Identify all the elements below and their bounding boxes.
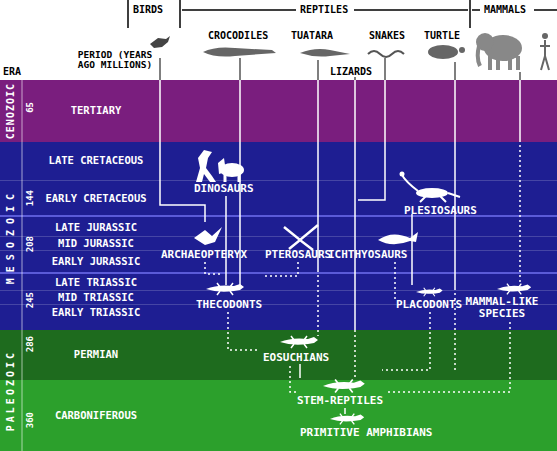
- age-number: 208: [26, 236, 36, 252]
- period-band: LATE CRETACEOUS: [0, 142, 557, 180]
- era-band: PALEOZOIC PERMIAN CARBONIFEROUS: [0, 330, 557, 451]
- age-number: 144: [26, 190, 36, 206]
- group-label: STEM-REPTILES: [297, 395, 383, 407]
- age-number: 360: [26, 412, 36, 428]
- group-label: ICHTHYOSAURS: [328, 249, 407, 261]
- group-label: THECODONTS: [196, 299, 262, 311]
- period-name: EARLY CRETACEOUS: [40, 193, 152, 205]
- group-label: MAMMAL-LIKE SPECIES: [462, 296, 542, 320]
- period-name: PERMIAN: [40, 349, 152, 361]
- group-header: MAMMALS: [484, 4, 526, 15]
- group-header: BIRDS: [133, 4, 163, 15]
- animal-header: TUATARA: [291, 30, 333, 41]
- era-name: MESOZOIC: [5, 188, 16, 284]
- era-name: PALEOZOIC: [5, 350, 16, 431]
- period-name: EARLY TRIASSIC: [40, 307, 152, 319]
- period-band: CARBONIFEROUS: [0, 380, 557, 451]
- animal-header: LIZARDS: [330, 66, 372, 77]
- period-band: LATE JURASSIC: [0, 215, 557, 236]
- group-label: ARCHAEOPTERYX: [161, 249, 247, 261]
- animal-header: SNAKES: [369, 30, 405, 41]
- animal-header: CROCODILES: [208, 30, 268, 41]
- age-number: 245: [26, 292, 36, 308]
- group-label: PRIMITIVE AMPHIBIANS: [300, 427, 432, 439]
- bird-icon: [150, 36, 170, 48]
- header-bracket: [128, 0, 557, 28]
- period-band: TERTIARY: [0, 80, 557, 142]
- period-name: EARLY JURASSIC: [40, 256, 152, 268]
- elephant-icon: [476, 33, 494, 51]
- period-name: MID TRIASSIC: [40, 292, 152, 304]
- age-number: 286: [26, 336, 36, 352]
- group-label: PTEROSAURS: [265, 249, 331, 261]
- period-band: MID JURASSIC: [0, 236, 557, 250]
- period-name: MID JURASSIC: [40, 238, 152, 250]
- snake-icon: [368, 51, 404, 57]
- human-icon: [540, 40, 550, 70]
- tuatara-icon: [300, 49, 350, 57]
- group-header: REPTILES: [300, 4, 348, 15]
- era-name: CENOZOIC: [5, 83, 16, 139]
- column-header: ERA: [3, 66, 21, 77]
- period-name: LATE TRIASSIC: [40, 277, 152, 289]
- header-stub: [160, 58, 520, 80]
- group-label: EOSUCHIANS: [263, 352, 329, 364]
- period-name: CARBONIFEROUS: [40, 410, 152, 422]
- column-header: PERIOD (YEARS AGO MILLIONS): [74, 50, 156, 71]
- era-band: CENOZOIC TERTIARY: [0, 80, 557, 142]
- crocodile-icon: [203, 48, 276, 57]
- age-number: 65: [26, 102, 36, 113]
- group-label: PLESIOSAURS: [404, 205, 477, 217]
- period-name: LATE JURASSIC: [40, 222, 152, 234]
- animal-header: TURTLE: [424, 30, 460, 41]
- elephant-icon: [478, 46, 518, 70]
- elephant-icon: [484, 35, 522, 61]
- group-label: PLACODONTS: [396, 299, 462, 311]
- period-band: LATE TRIASSIC: [0, 272, 557, 290]
- turtle-icon: [428, 45, 458, 59]
- human-icon: [542, 33, 548, 39]
- period-name: TERTIARY: [40, 105, 152, 117]
- turtle-icon: [459, 47, 465, 53]
- group-label: DINOSAURS: [194, 183, 254, 195]
- period-name: LATE CRETACEOUS: [40, 155, 152, 167]
